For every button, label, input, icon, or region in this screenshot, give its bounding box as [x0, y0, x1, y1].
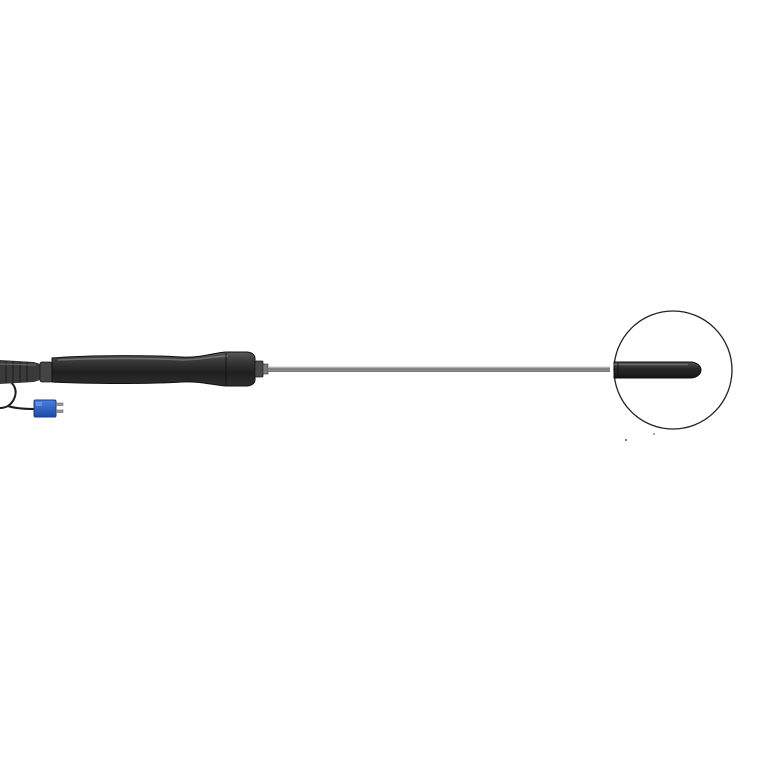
image-artifacts: [625, 433, 655, 441]
probe-shaft: [268, 366, 610, 372]
thermocouple-connector-icon: [33, 399, 64, 418]
cable-strain-relief: [0, 360, 40, 384]
probe-handle: [39, 351, 269, 387]
tip-detail-magnifier: [613, 310, 733, 430]
